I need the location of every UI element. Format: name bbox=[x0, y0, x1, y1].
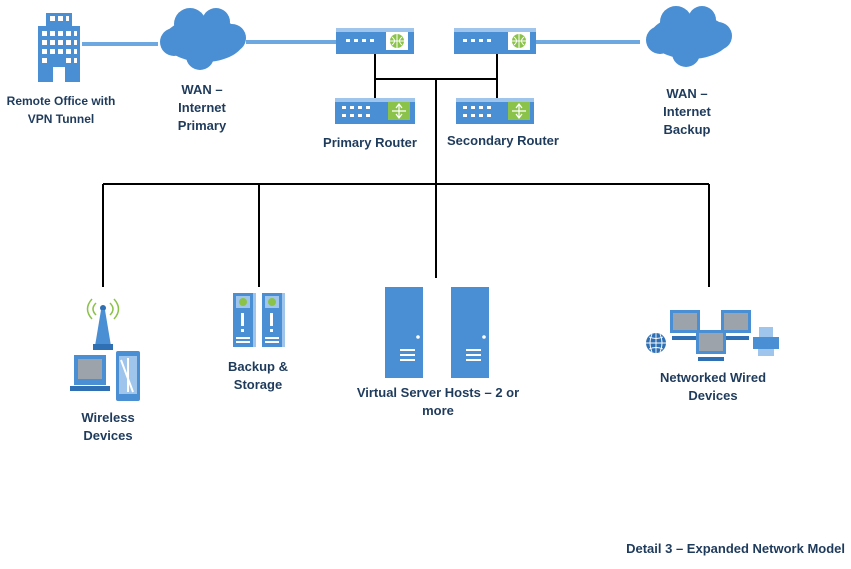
cloud-icon bbox=[646, 6, 732, 67]
figure-caption: Detail 3 – Expanded Network Model bbox=[626, 541, 845, 556]
phone-icon bbox=[116, 351, 140, 401]
storage-server-icon bbox=[233, 293, 256, 347]
laptop-icon bbox=[70, 355, 110, 391]
wired-devices-label: Networked Wired Devices bbox=[659, 370, 767, 403]
primary-router-label: Primary Router bbox=[323, 135, 417, 150]
wireless-access-point-icon bbox=[86, 298, 120, 350]
connection-lines bbox=[82, 40, 710, 287]
globe-icon bbox=[646, 333, 666, 353]
remote-office-label: Remote Office with VPN Tunnel bbox=[6, 94, 116, 126]
printer-icon bbox=[753, 327, 779, 356]
router-icon bbox=[456, 98, 534, 124]
backup-storage-label: Backup & Storage bbox=[228, 359, 288, 392]
wan-primary-label: WAN – Internet Primary bbox=[177, 82, 227, 133]
router-icon bbox=[335, 98, 415, 124]
server-tower-icon bbox=[451, 287, 489, 378]
modem-icon bbox=[454, 28, 536, 54]
server-tower-icon bbox=[385, 287, 423, 378]
virtual-servers-label: Virtual Server Hosts – 2 or more bbox=[356, 385, 520, 418]
cloud-icon bbox=[160, 8, 246, 70]
office-building-icon bbox=[38, 13, 80, 82]
modem-icon bbox=[336, 28, 414, 54]
secondary-router-label: Secondary Router bbox=[447, 133, 559, 148]
wireless-devices-label: Wireless Devices bbox=[81, 410, 135, 443]
storage-server-icon bbox=[262, 293, 285, 347]
workstations-icon bbox=[670, 310, 751, 361]
wan-backup-label: WAN – Internet Backup bbox=[663, 86, 711, 137]
